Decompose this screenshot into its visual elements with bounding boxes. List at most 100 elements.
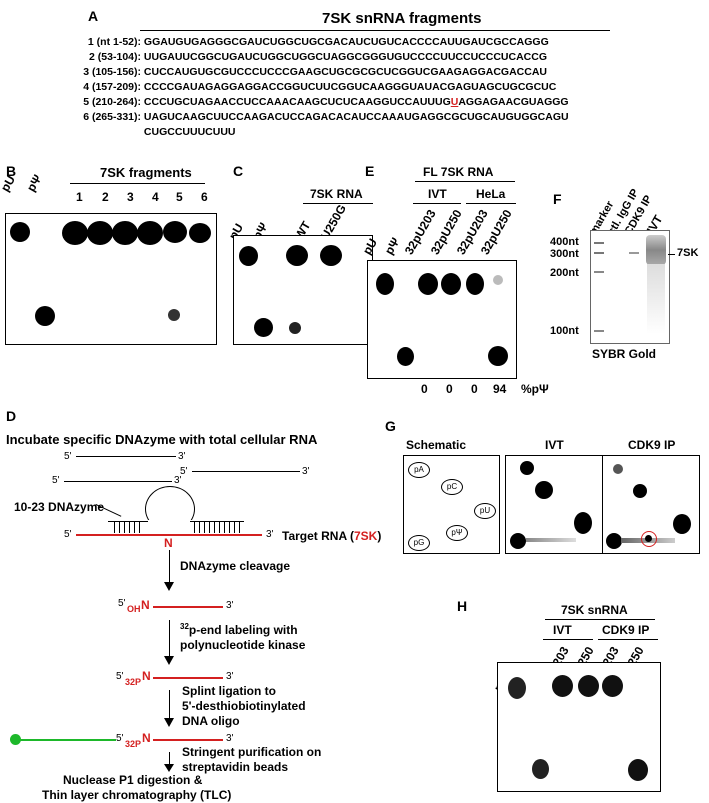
step-labeling-2: polynucleotide kinase	[180, 638, 306, 652]
spot-pa	[613, 464, 623, 474]
fragment-label: 1 (nt 1-52):	[87, 36, 141, 48]
panel-h-cdk9: CDK9 IP	[602, 623, 650, 637]
spot-pc: pC	[441, 479, 463, 495]
n-label: N	[142, 731, 151, 745]
spot-frag6	[189, 223, 211, 243]
target-rna-label: Target RNA (7SK)	[282, 529, 381, 543]
three-prime: 3'	[226, 671, 234, 682]
spot-hela-u250-faint	[493, 275, 503, 285]
step-purification-2: streptavidin beads	[182, 760, 289, 774]
panel-e-rule	[415, 181, 515, 182]
rna-fragment	[64, 481, 172, 482]
rna-fragment	[192, 471, 300, 472]
step-ligation-3: DNA oligo	[182, 714, 240, 728]
panel-e-ivt-rule	[413, 203, 461, 204]
spot-cdk9-u250-psi	[628, 759, 648, 781]
spot-frag3	[112, 221, 138, 245]
tlc-2d-cdk9-ip	[602, 455, 700, 554]
fragment-label: 5 (210-264):	[83, 96, 141, 108]
spot-pu	[239, 246, 258, 266]
marker-band	[594, 252, 604, 254]
step-digestion-2: Thin layer chromatography (TLC)	[42, 788, 232, 802]
percent-value: 0	[471, 382, 478, 396]
spot-pg	[606, 533, 622, 549]
spot-frag5	[163, 221, 187, 243]
fragment-sequence: CUGCCUUUCUUU	[143, 126, 236, 138]
marker-label: 400nt	[550, 236, 579, 248]
panel-label-a: A	[88, 8, 99, 24]
spot-ivt-u203	[552, 675, 573, 697]
percent-value: 94	[493, 382, 507, 396]
panel-e-header: FL 7SK RNA	[423, 165, 494, 179]
step-text: p-end labeling with	[188, 623, 298, 637]
five-prime: 5'	[116, 733, 124, 744]
spot-cdk9-u203	[602, 675, 623, 697]
panel-c-rule	[303, 203, 373, 204]
lane-label: pΨ	[381, 235, 403, 257]
lane-label: 3	[127, 190, 134, 204]
panel-e-ivt: IVT	[428, 187, 447, 201]
spot-ppsi: pΨ	[446, 525, 468, 541]
streak	[526, 538, 576, 542]
tlc-2d-schematic: pA pC pU pΨ pG	[403, 455, 500, 554]
g-title-cdk9: CDK9 IP	[628, 438, 676, 452]
panel-a-title: 7SK snRNA fragments	[322, 10, 482, 27]
g-title-schematic: Schematic	[406, 438, 467, 452]
loop-mask	[140, 520, 198, 534]
dnazyme-arm-right	[190, 521, 244, 522]
g-title-ivt: IVT	[545, 438, 564, 452]
spot-frag5-psi	[168, 309, 180, 321]
arrow-head	[164, 582, 174, 591]
base-pairs-left	[114, 522, 144, 533]
marker-band	[594, 330, 604, 332]
oh-label: OH	[127, 604, 141, 614]
panel-d-title: Incubate specific DNAzyme with total cel…	[6, 432, 318, 447]
ligated-rna	[153, 739, 223, 741]
arrow-shaft	[169, 620, 170, 658]
spot-frag2	[87, 221, 113, 245]
five-prime: 5'	[64, 529, 72, 540]
fragment-sequence: CCCCGAUAGAGGAGGACCGGUCUUCGGUCAAGGGUAUACG…	[143, 81, 557, 93]
three-prime: 3'	[178, 451, 186, 462]
desthiobiotin-dot	[10, 734, 21, 745]
tlc-plate-c	[233, 235, 373, 345]
spot-pg	[510, 533, 526, 549]
spot-ppsi	[645, 535, 652, 542]
arrow-head	[164, 764, 174, 772]
cleavage-site-n: N	[164, 536, 173, 550]
five-prime: 5'	[64, 451, 72, 462]
percent-value: 0	[421, 382, 428, 396]
step-ligation-2: 5'-desthiobiotinylated	[182, 699, 306, 713]
lane-label: pΨ	[23, 172, 45, 194]
marker-label: 200nt	[550, 267, 579, 279]
target-rna-line	[76, 534, 262, 536]
target-text: )	[377, 529, 382, 543]
psi-circle	[641, 531, 657, 547]
panel-label-h: H	[457, 598, 468, 614]
spot-pc	[535, 481, 553, 499]
panel-b-header: 7SK fragments	[100, 165, 192, 180]
panel-label-e: E	[365, 163, 375, 179]
tlc-plate-b	[5, 213, 217, 345]
panel-h-rule	[545, 619, 655, 620]
percent-value: 0	[446, 382, 453, 396]
spot-ppsi	[254, 318, 273, 337]
n-label: N	[141, 598, 150, 612]
cleaved-rna	[153, 606, 223, 608]
panel-h-header: 7SK snRNA	[561, 603, 628, 617]
panel-b-rule	[70, 183, 205, 184]
step-labeling: 32p-end labeling with	[180, 622, 298, 637]
panel-label-d: D	[6, 408, 17, 424]
dnazyme-arm-left	[108, 521, 148, 522]
spot-hela-u203	[466, 273, 484, 295]
marker-label: 100nt	[550, 325, 579, 337]
spot-wt	[286, 245, 308, 266]
panel-h-ivt-rule	[543, 639, 593, 640]
fragment-sequence: CUCCAUGUGCGUCCCUCCCGAAGCUGCGCGCUCGGUCGAA…	[143, 66, 547, 78]
panel-c-header: 7SK RNA	[310, 187, 363, 201]
arrow-head	[164, 656, 174, 665]
five-prime: 5'	[52, 475, 60, 486]
dnazyme-label: 10-23 DNAzyme	[14, 500, 105, 514]
three-prime: 3'	[226, 733, 234, 744]
ivt-band	[646, 235, 666, 265]
